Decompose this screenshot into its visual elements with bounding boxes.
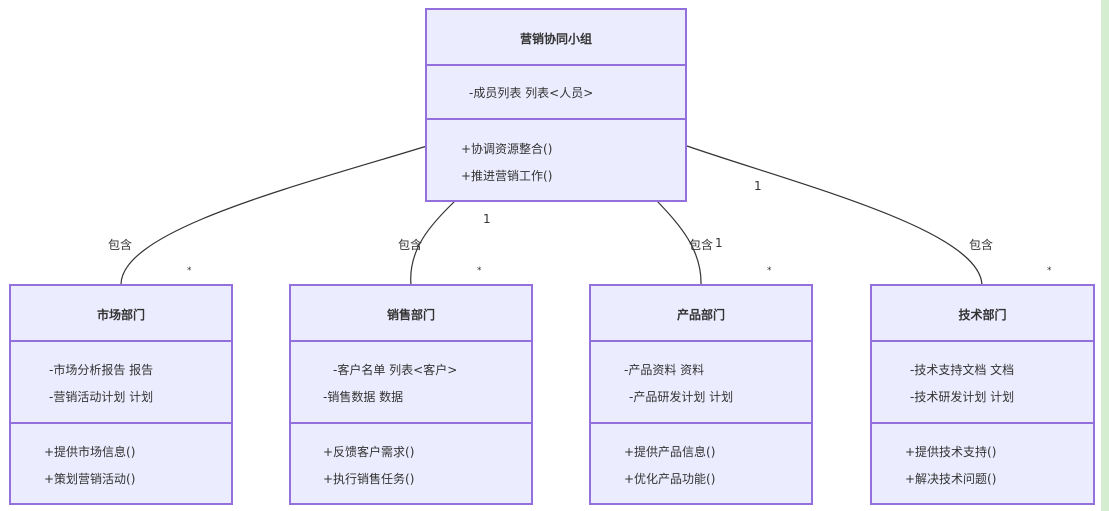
method-product-0: +提供产品信息(): [624, 445, 716, 459]
right-edge-strip: [1101, 0, 1109, 511]
edge-team-sales: [410, 200, 456, 286]
edge-team-market: [120, 145, 428, 286]
attributes-divider-sales: [291, 340, 531, 342]
edge-team-product: [656, 200, 702, 286]
methods-divider-tech: [872, 422, 1093, 424]
class-title-product: 产品部门: [676, 308, 725, 322]
multiplicity-sales-target: *: [477, 266, 482, 276]
class-box-market[interactable]: 市场部门 -市场分析报告 报告 -营销活动计划 计划 +提供市场信息() +策划…: [9, 284, 233, 505]
edge-team-tech: [686, 145, 983, 286]
class-box-product[interactable]: 产品部门 -产品资料 资料 -产品研发计划 计划 +提供产品信息() +优化产品…: [589, 284, 813, 505]
class-title-sales: 销售部门: [386, 308, 435, 322]
class-title-tech: 技术部门: [958, 308, 1007, 322]
attribute-sales-1: -销售数据 数据: [323, 390, 404, 404]
attribute-product-1: -产品研发计划 计划: [629, 390, 734, 404]
class-box-sales[interactable]: 销售部门 -客户名单 列表<客户> -销售数据 数据 +反馈客户需求() +执行…: [289, 284, 533, 505]
method-market-0: +提供市场信息(): [44, 445, 136, 459]
attribute-tech-1: -技术研发计划 计划: [910, 390, 1015, 404]
methods-divider-team: [427, 118, 685, 120]
multiplicity-tech-source: 1: [754, 179, 762, 193]
attribute-team-0: -成员列表 列表<人员>: [469, 86, 594, 100]
multiplicity-tech-target: *: [1047, 266, 1052, 276]
methods-divider-market: [11, 422, 231, 424]
method-sales-0: +反馈客户需求(): [323, 445, 415, 459]
edge-label-market: 包含: [108, 238, 133, 252]
attribute-market-0: -市场分析报告 报告: [49, 363, 154, 377]
method-tech-1: +解决技术问题(): [905, 472, 997, 486]
method-tech-0: +提供技术支持(): [905, 445, 997, 459]
methods-divider-product: [591, 422, 811, 424]
multiplicity-sales-source: 1: [483, 212, 491, 226]
attributes-divider-market: [11, 340, 231, 342]
attribute-tech-0: -技术支持文档 文档: [910, 363, 1015, 377]
edge-label-product: 包含: [689, 238, 714, 252]
class-box-tech[interactable]: 技术部门 -技术支持文档 文档 -技术研发计划 计划 +提供技术支持() +解决…: [870, 284, 1095, 505]
method-team-1: +推进营销工作(): [461, 169, 553, 183]
attribute-market-1: -营销活动计划 计划: [49, 390, 154, 404]
edge-label-tech: 包含: [969, 238, 994, 252]
attribute-product-0: -产品资料 资料: [624, 363, 705, 377]
attributes-divider-tech: [872, 340, 1093, 342]
multiplicity-product-source: 1: [715, 236, 723, 250]
method-product-1: +优化产品功能(): [624, 472, 716, 486]
attributes-divider-team: [427, 64, 685, 66]
class-title-market: 市场部门: [96, 308, 145, 322]
method-market-1: +策划营销活动(): [44, 472, 136, 486]
class-title-team: 营销协同小组: [519, 32, 592, 46]
class-box-team[interactable]: 营销协同小组 -成员列表 列表<人员> +协调资源整合() +推进营销工作(): [425, 8, 687, 202]
methods-divider-sales: [291, 422, 531, 424]
method-sales-1: +执行销售任务(): [323, 472, 415, 486]
attribute-sales-0: -客户名单 列表<客户>: [333, 363, 458, 377]
edge-label-sales: 包含: [398, 238, 423, 252]
method-team-0: +协调资源整合(): [461, 142, 553, 156]
attributes-divider-product: [591, 340, 811, 342]
multiplicity-product-target: *: [767, 266, 772, 276]
multiplicity-market-target: *: [187, 266, 192, 276]
